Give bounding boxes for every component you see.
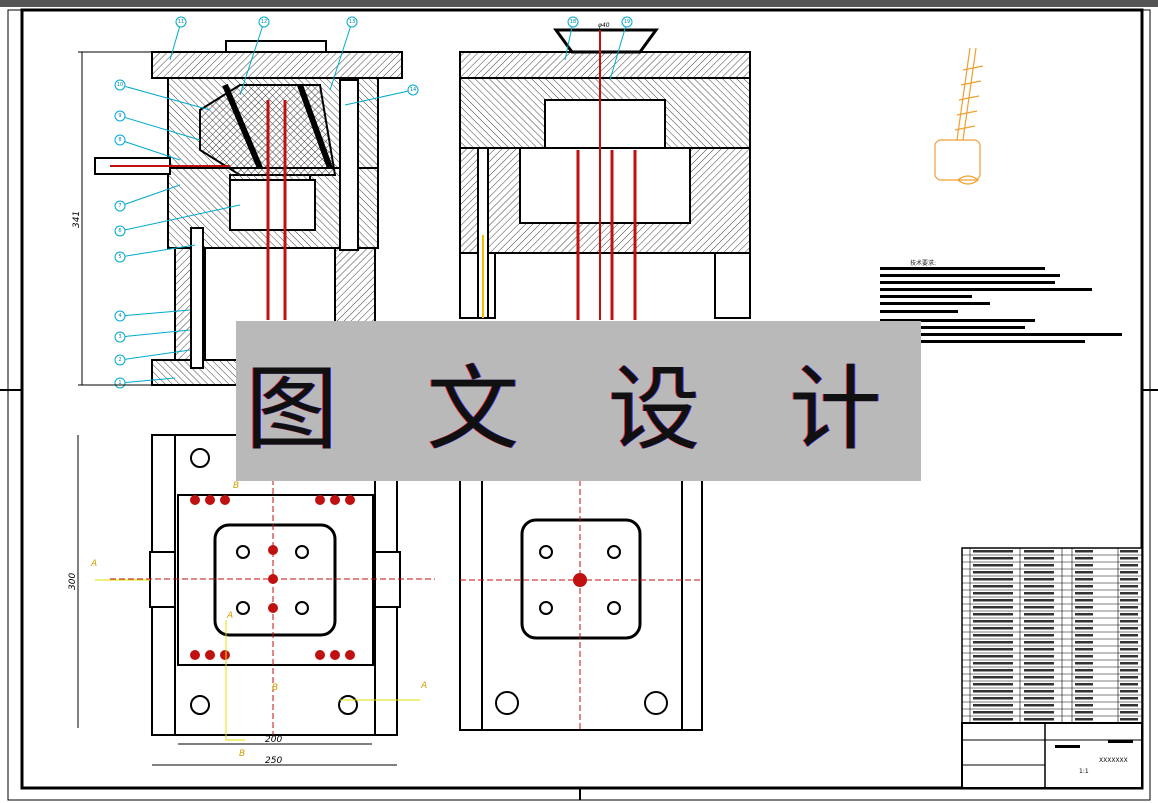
- front-section-view: [78, 16, 419, 389]
- dim-gate: φ40: [598, 22, 610, 29]
- dim-341: 341: [72, 210, 82, 228]
- watermark-banner: 图 文 设 计: [236, 321, 921, 481]
- technical-notes-title: 技术要求:: [910, 260, 937, 267]
- side-section-view: [459, 16, 751, 320]
- section-marker-b1: B: [233, 481, 240, 491]
- dim-300: 300: [68, 572, 78, 590]
- inner-border: [20, 8, 1144, 790]
- part-3d-view: [934, 47, 984, 185]
- section-marker-b3: B: [239, 749, 246, 759]
- bottom-plan-view: [77, 434, 435, 766]
- section-marker-b2: B: [272, 683, 279, 693]
- watermark-text: 图 文 设 计: [245, 355, 912, 463]
- section-marker-a3: A: [421, 681, 428, 691]
- title-block-scale: 1:1: [1079, 768, 1089, 775]
- dim-200: 200: [265, 735, 283, 745]
- parts-list-table: [961, 547, 1143, 724]
- bottom-side-view: [459, 479, 703, 731]
- section-marker-a2: A: [227, 611, 234, 621]
- technical-notes-lines: [880, 267, 1122, 343]
- title-block-drawing-no: XXXXXXX: [1099, 757, 1128, 764]
- dim-250: 250: [265, 756, 283, 766]
- technical-notes: 技术要求:: [880, 258, 1140, 267]
- section-marker-a1: A: [91, 559, 98, 569]
- title-block: [961, 722, 1143, 789]
